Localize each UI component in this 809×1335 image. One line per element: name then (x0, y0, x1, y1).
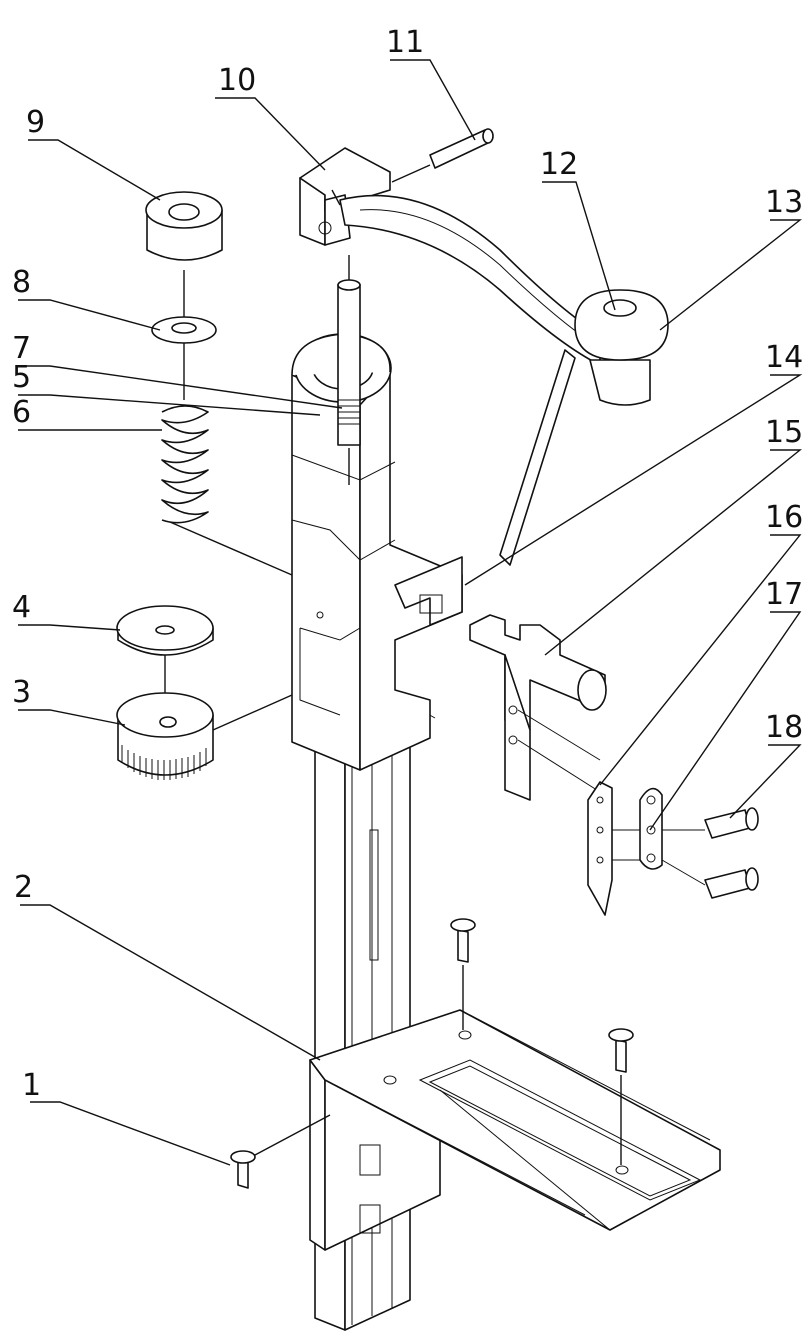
part-8-washer (151, 270, 217, 344)
label-14: 14 (765, 340, 803, 375)
part-5-block (291, 333, 463, 771)
part-16-blade (587, 781, 613, 916)
label-7: 7 (12, 331, 31, 366)
part-14-pin (499, 349, 576, 566)
label-10: 10 (218, 63, 256, 98)
part-10-13-handle (299, 147, 669, 406)
label-13: 13 (765, 185, 803, 220)
part-7-rod (337, 255, 361, 485)
label-2: 2 (14, 870, 33, 905)
base-screws (230, 918, 634, 1189)
label-17: 17 (765, 577, 803, 612)
part-3-knob (116, 655, 293, 780)
label-15: 15 (765, 415, 803, 450)
label-11: 11 (386, 25, 424, 60)
label-12: 12 (540, 147, 578, 182)
label-16: 16 (765, 500, 803, 535)
part-4-disc (116, 605, 214, 656)
part-15-bracket (469, 614, 607, 801)
part-labels: 1 2 3 4 5 6 7 8 9 10 11 12 13 14 15 16 1… (12, 25, 803, 1103)
label-4: 4 (12, 590, 31, 625)
part-9-cap (145, 191, 223, 261)
label-6: 6 (12, 395, 31, 430)
part-2-base-plate (309, 1009, 721, 1251)
part-6-spring (161, 343, 293, 576)
label-18: 18 (765, 710, 803, 745)
label-8: 8 (12, 265, 31, 300)
part-11-pin (391, 128, 494, 183)
leader-lines (18, 59, 803, 1166)
part-18-screws (661, 807, 759, 899)
label-5: 5 (12, 360, 31, 395)
part-17-link (612, 787, 663, 870)
label-9: 9 (26, 105, 45, 140)
label-3: 3 (12, 675, 31, 710)
label-1: 1 (22, 1068, 41, 1103)
